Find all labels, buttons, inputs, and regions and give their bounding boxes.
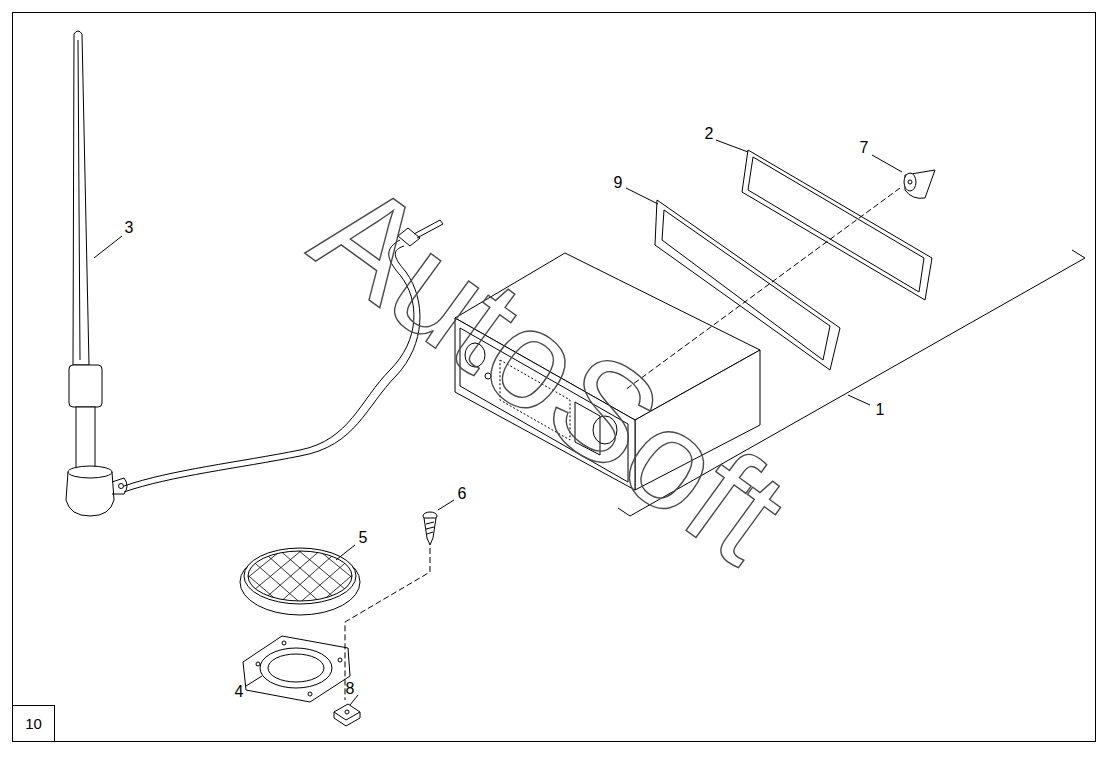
gasket: [742, 150, 932, 300]
leader-lines: [94, 140, 902, 705]
speaker-grille: [230, 535, 370, 620]
callout-number: 2: [705, 126, 714, 142]
knob: [904, 170, 935, 198]
callout-number: 4: [235, 684, 244, 700]
screw: [423, 512, 437, 545]
callout-number: 1: [876, 402, 885, 418]
clip-nut: [334, 704, 360, 726]
drawing-frame: [13, 13, 1096, 742]
sheet-number: 10: [25, 715, 42, 732]
callout-number: 8: [346, 681, 355, 697]
callout-number: 7: [860, 140, 869, 156]
sheet-number-box: 10: [12, 705, 55, 742]
speaker: [243, 636, 350, 702]
callout-number: 6: [458, 486, 467, 502]
callout-number: 3: [125, 220, 134, 236]
callout-number: 5: [359, 530, 368, 546]
callout-number: 9: [614, 175, 623, 191]
